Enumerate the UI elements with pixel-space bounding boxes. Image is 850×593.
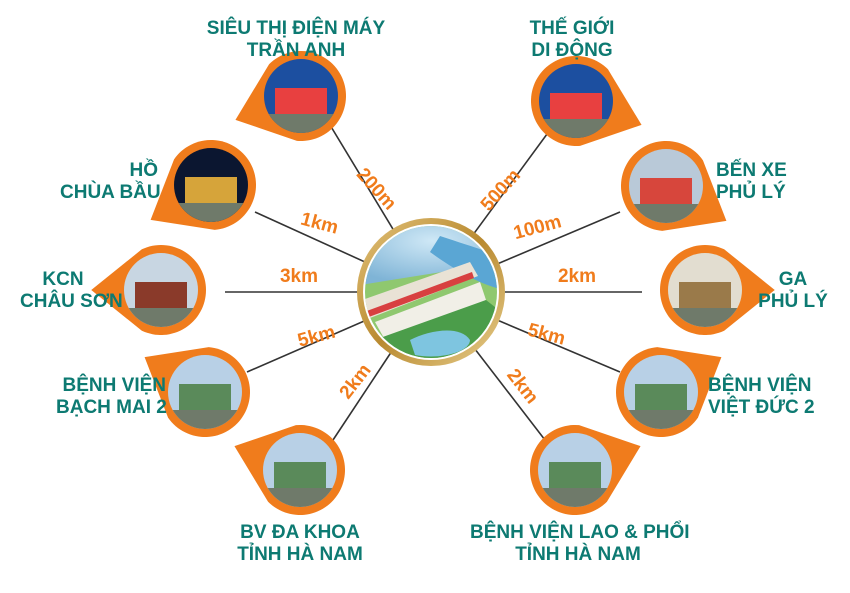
label-line: BỆNH VIỆN — [708, 375, 812, 396]
pin-ga-phu-ly — [660, 244, 775, 336]
store-photo-icon — [264, 59, 338, 133]
distance-viet-duc-2: 5km — [525, 320, 567, 350]
pin-bv-da-khoa — [234, 425, 346, 515]
store-photo-icon — [539, 64, 613, 138]
center-site-badge — [357, 218, 505, 366]
label-line: TỈNH HÀ NAM — [515, 544, 641, 565]
pin-the-gioi-di-dong — [531, 56, 642, 146]
label-line: BV ĐA KHOA — [240, 522, 360, 543]
label-line: PHỦ LÝ — [758, 291, 828, 312]
pin-lao-phoi — [529, 425, 641, 515]
distance-bach-mai-2: 5km — [295, 322, 337, 352]
pin-ben-xe-phu-ly — [621, 141, 727, 231]
label-line: TRẦN ANH — [246, 40, 346, 61]
label-line: BẾN XE — [716, 160, 787, 181]
distance-ga-phu-ly: 2km — [558, 266, 596, 287]
label-line: SIÊU THỊ ĐIỆN MÁY — [206, 18, 386, 39]
hospital-photo-icon — [538, 433, 612, 507]
pin-tran-anh — [235, 51, 346, 142]
label-line: TỈNH HÀ NAM — [237, 544, 363, 565]
distance-bv-da-khoa: 2km — [336, 360, 376, 403]
label-line: BẠCH MAI 2 — [56, 397, 167, 418]
label-line: HỒ — [129, 160, 159, 181]
distance-tran-anh: 200m — [352, 164, 400, 214]
pin-kcn-chau-son — [91, 245, 206, 335]
label-line: CHÙA BẦU — [60, 182, 161, 203]
distance-kcn-chau-son: 3km — [280, 266, 318, 287]
lake-photo-icon — [174, 148, 248, 222]
label-line: GA — [778, 269, 808, 290]
label-line: BỆNH VIỆN — [62, 375, 166, 396]
bus-station-photo-icon — [629, 149, 703, 223]
pin-bach-mai-2 — [144, 347, 250, 437]
label-line: THẾ GIỚI — [529, 18, 615, 39]
label-line: DI ĐỘNG — [531, 40, 613, 61]
location-pins — [91, 51, 775, 515]
label-line: VIỆT ĐỨC 2 — [708, 397, 815, 418]
distance-lao-phoi: 2km — [502, 365, 542, 408]
label-line: KCN — [42, 269, 84, 290]
label-line: PHỦ LÝ — [716, 182, 786, 203]
pin-viet-duc-2 — [616, 347, 722, 437]
label-line: CHÂU SƠN — [20, 291, 123, 312]
pin-ho-chua-bau — [150, 139, 256, 230]
label-line: BỆNH VIỆN LAO & PHỔI — [470, 522, 690, 543]
